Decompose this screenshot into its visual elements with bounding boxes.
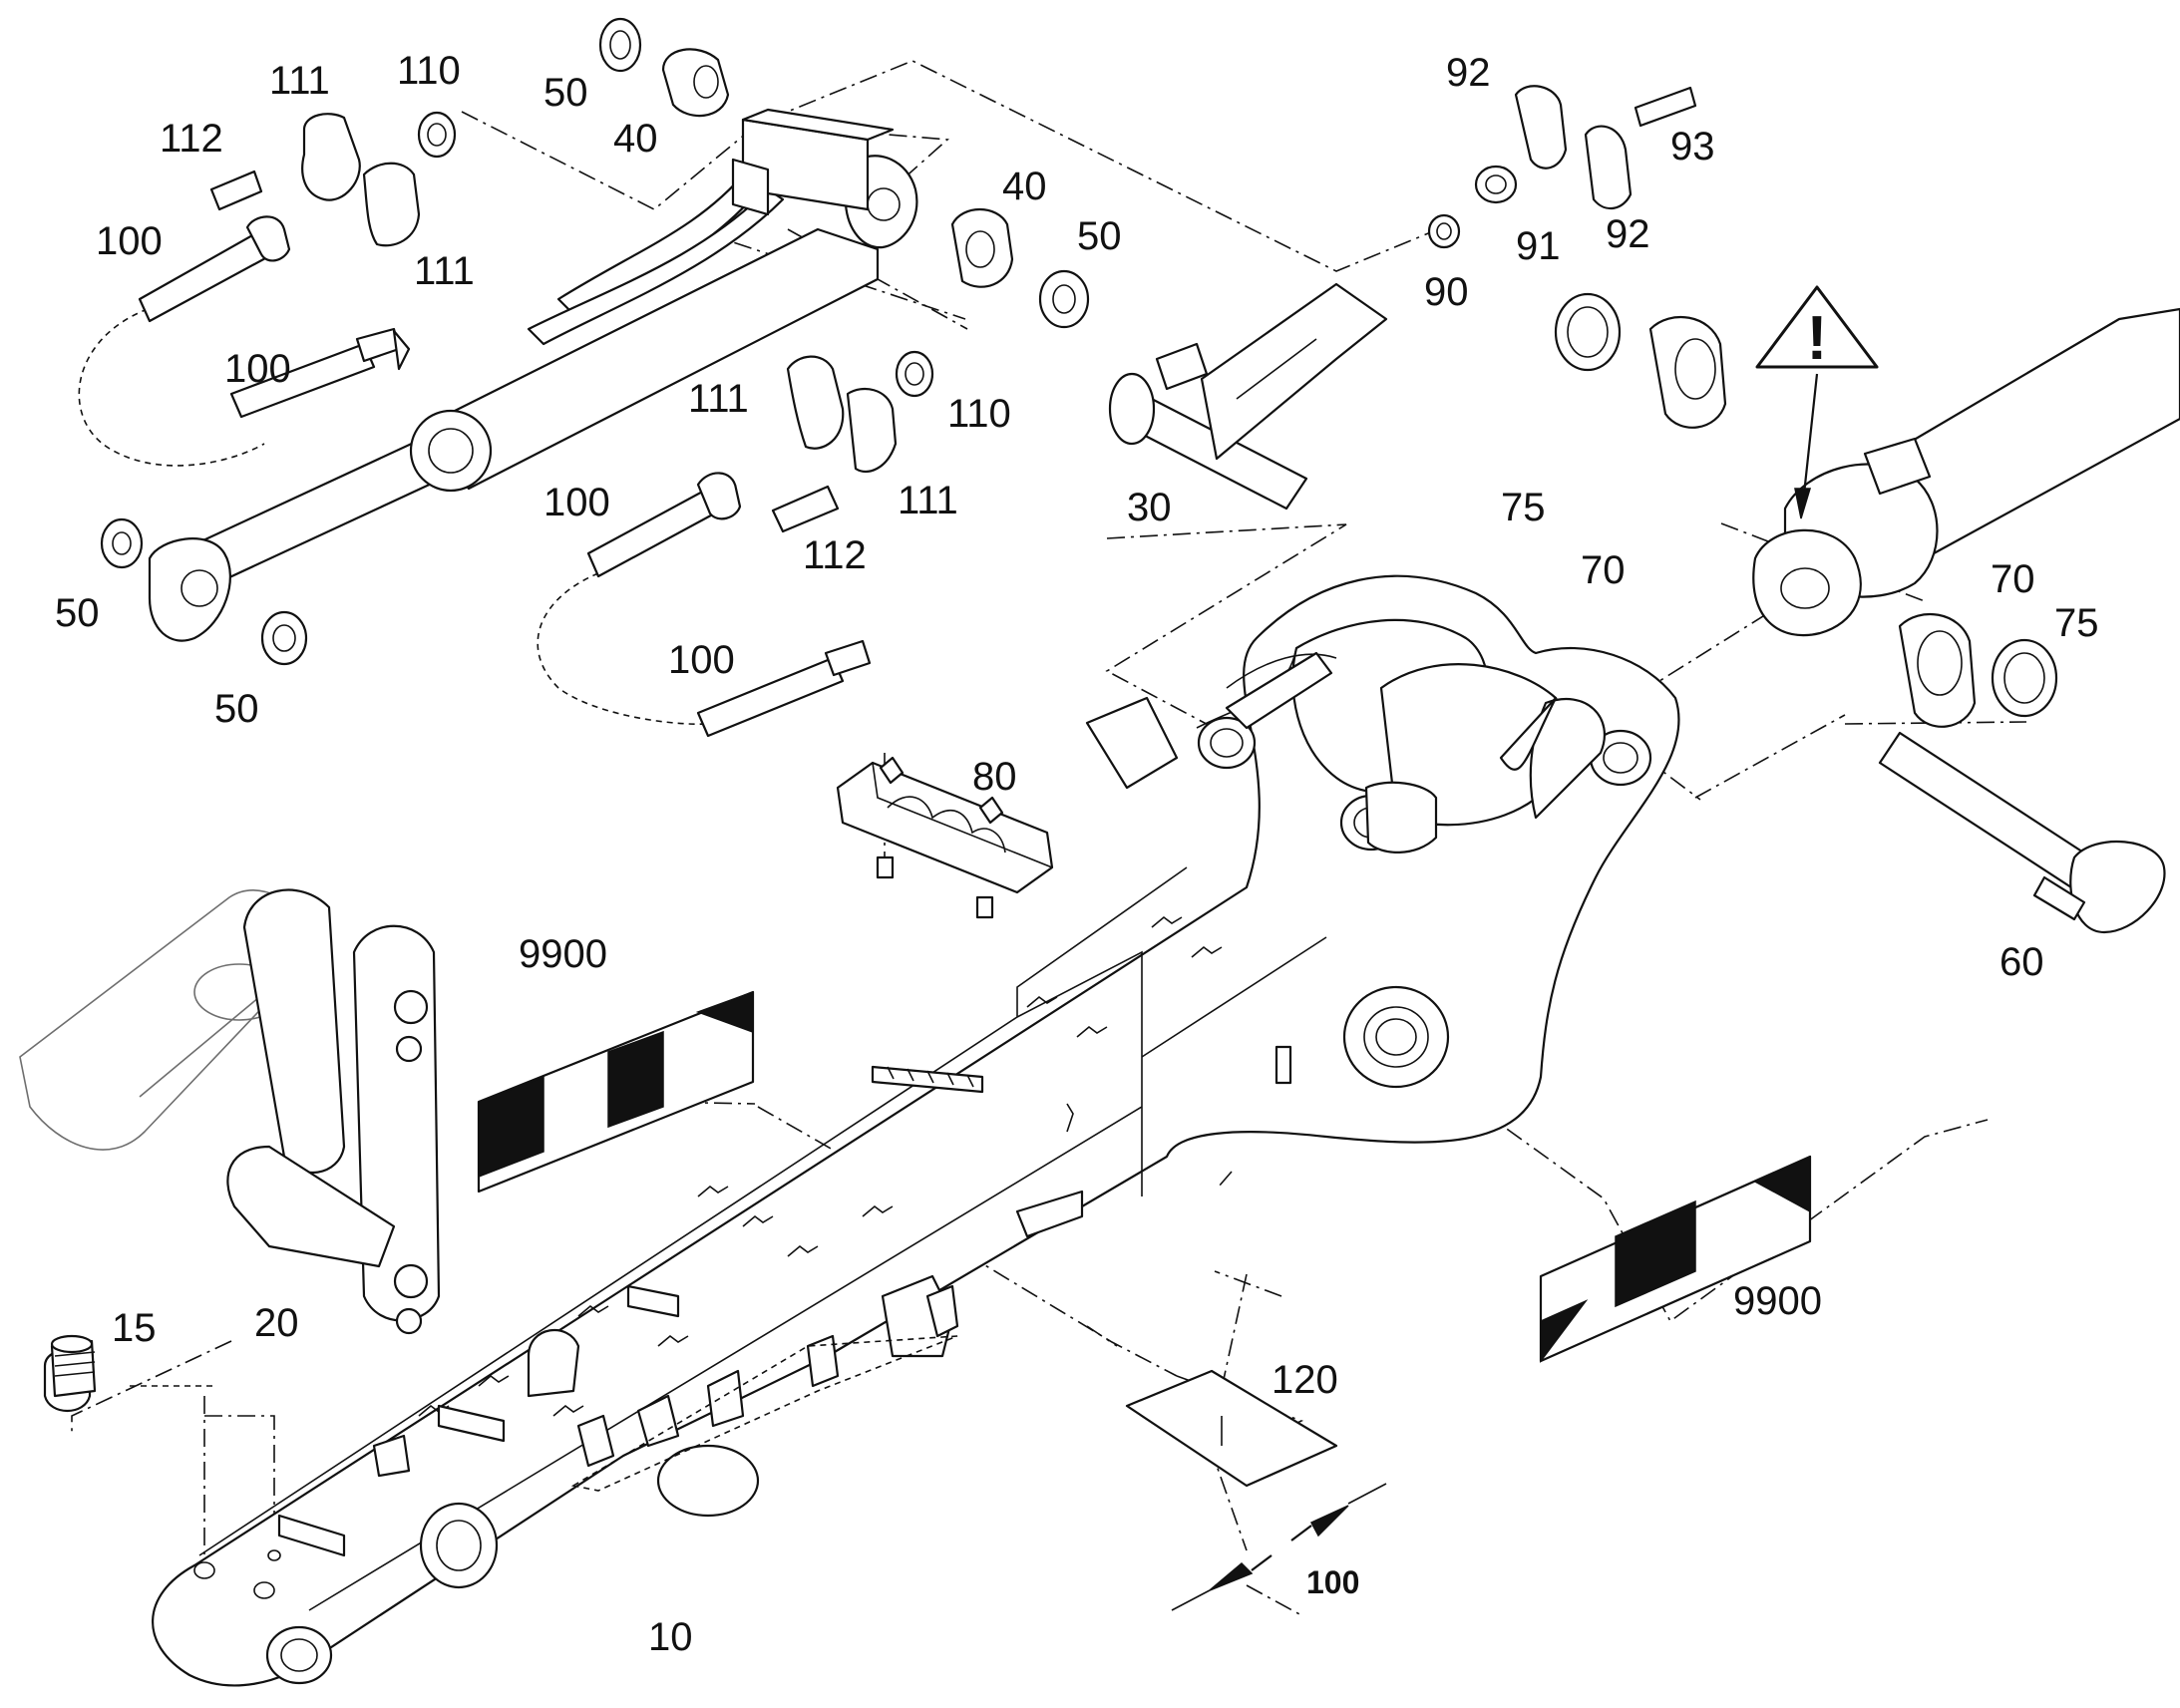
callout-15: 15 <box>112 1306 157 1350</box>
small-hardware-upper <box>100 17 2058 738</box>
callout-30: 30 <box>1127 486 1172 529</box>
callout-112: 112 <box>160 117 223 161</box>
arm-cylinder <box>1752 307 2180 637</box>
main-boom-arm <box>152 574 1680 1687</box>
callout-9900: 9900 <box>1733 1279 1822 1323</box>
callout-100: 100 <box>668 638 735 682</box>
clamp-80 <box>836 756 1054 919</box>
callout-110: 110 <box>947 392 1011 436</box>
callout-92: 92 <box>1446 51 1491 95</box>
callout-112: 112 <box>803 533 867 577</box>
callout-120: 120 <box>1272 1358 1338 1402</box>
callout-70: 70 <box>1581 548 1626 592</box>
callout-40: 40 <box>1002 165 1047 208</box>
callout-70: 70 <box>1991 557 2035 601</box>
callout-40: 40 <box>613 117 658 161</box>
callout-50: 50 <box>1077 214 1122 258</box>
callout-75: 75 <box>1501 486 1546 529</box>
callout-91: 91 <box>1516 224 1561 268</box>
hose-leader-curves <box>78 308 719 726</box>
boom-cylinder <box>148 108 918 642</box>
callout-100: 100 <box>96 219 163 263</box>
label-plate-120 <box>1125 1369 1338 1488</box>
callout-10: 10 <box>648 1615 693 1659</box>
callout-50: 50 <box>544 71 588 115</box>
callout-111: 111 <box>414 249 475 293</box>
callout-93: 93 <box>1670 125 1715 169</box>
boom-surface-marks <box>277 915 1223 1557</box>
callout-50: 50 <box>55 591 100 635</box>
callout-92: 92 <box>1606 212 1650 256</box>
linkage-assembly <box>19 888 441 1412</box>
callout-111: 111 <box>898 479 958 522</box>
callout-90: 90 <box>1424 270 1469 314</box>
callout-20: 20 <box>254 1301 299 1345</box>
warning-symbol: ! <box>1807 304 1828 373</box>
callout-111: 111 <box>269 59 330 103</box>
callout-110: 110 <box>397 49 461 93</box>
dimension-label-100: 100 <box>1306 1564 1359 1600</box>
callout-100: 100 <box>544 481 610 524</box>
boom-lug-brackets <box>1085 282 1388 790</box>
side-plates-group <box>570 1274 959 1492</box>
callout-labels: 50 40 111 110 112 100 111 40 50 92 93 91… <box>55 49 2099 1659</box>
callout-80: 80 <box>972 755 1017 799</box>
warning-triangle-icon: ! <box>1755 285 1879 519</box>
plug-15 <box>50 1334 97 1398</box>
callout-75: 75 <box>2054 601 2099 645</box>
warning-stripe-decal-right <box>1539 1155 1812 1364</box>
callout-9900: 9900 <box>519 932 607 976</box>
callout-60: 60 <box>1999 940 2044 984</box>
warning-stripe-decal-left <box>477 990 755 1194</box>
pin-60 <box>1878 731 2166 934</box>
callout-50: 50 <box>214 687 259 731</box>
dimension-indicator <box>1171 1483 1387 1611</box>
callout-111: 111 <box>688 377 749 421</box>
callout-100: 100 <box>224 347 291 391</box>
